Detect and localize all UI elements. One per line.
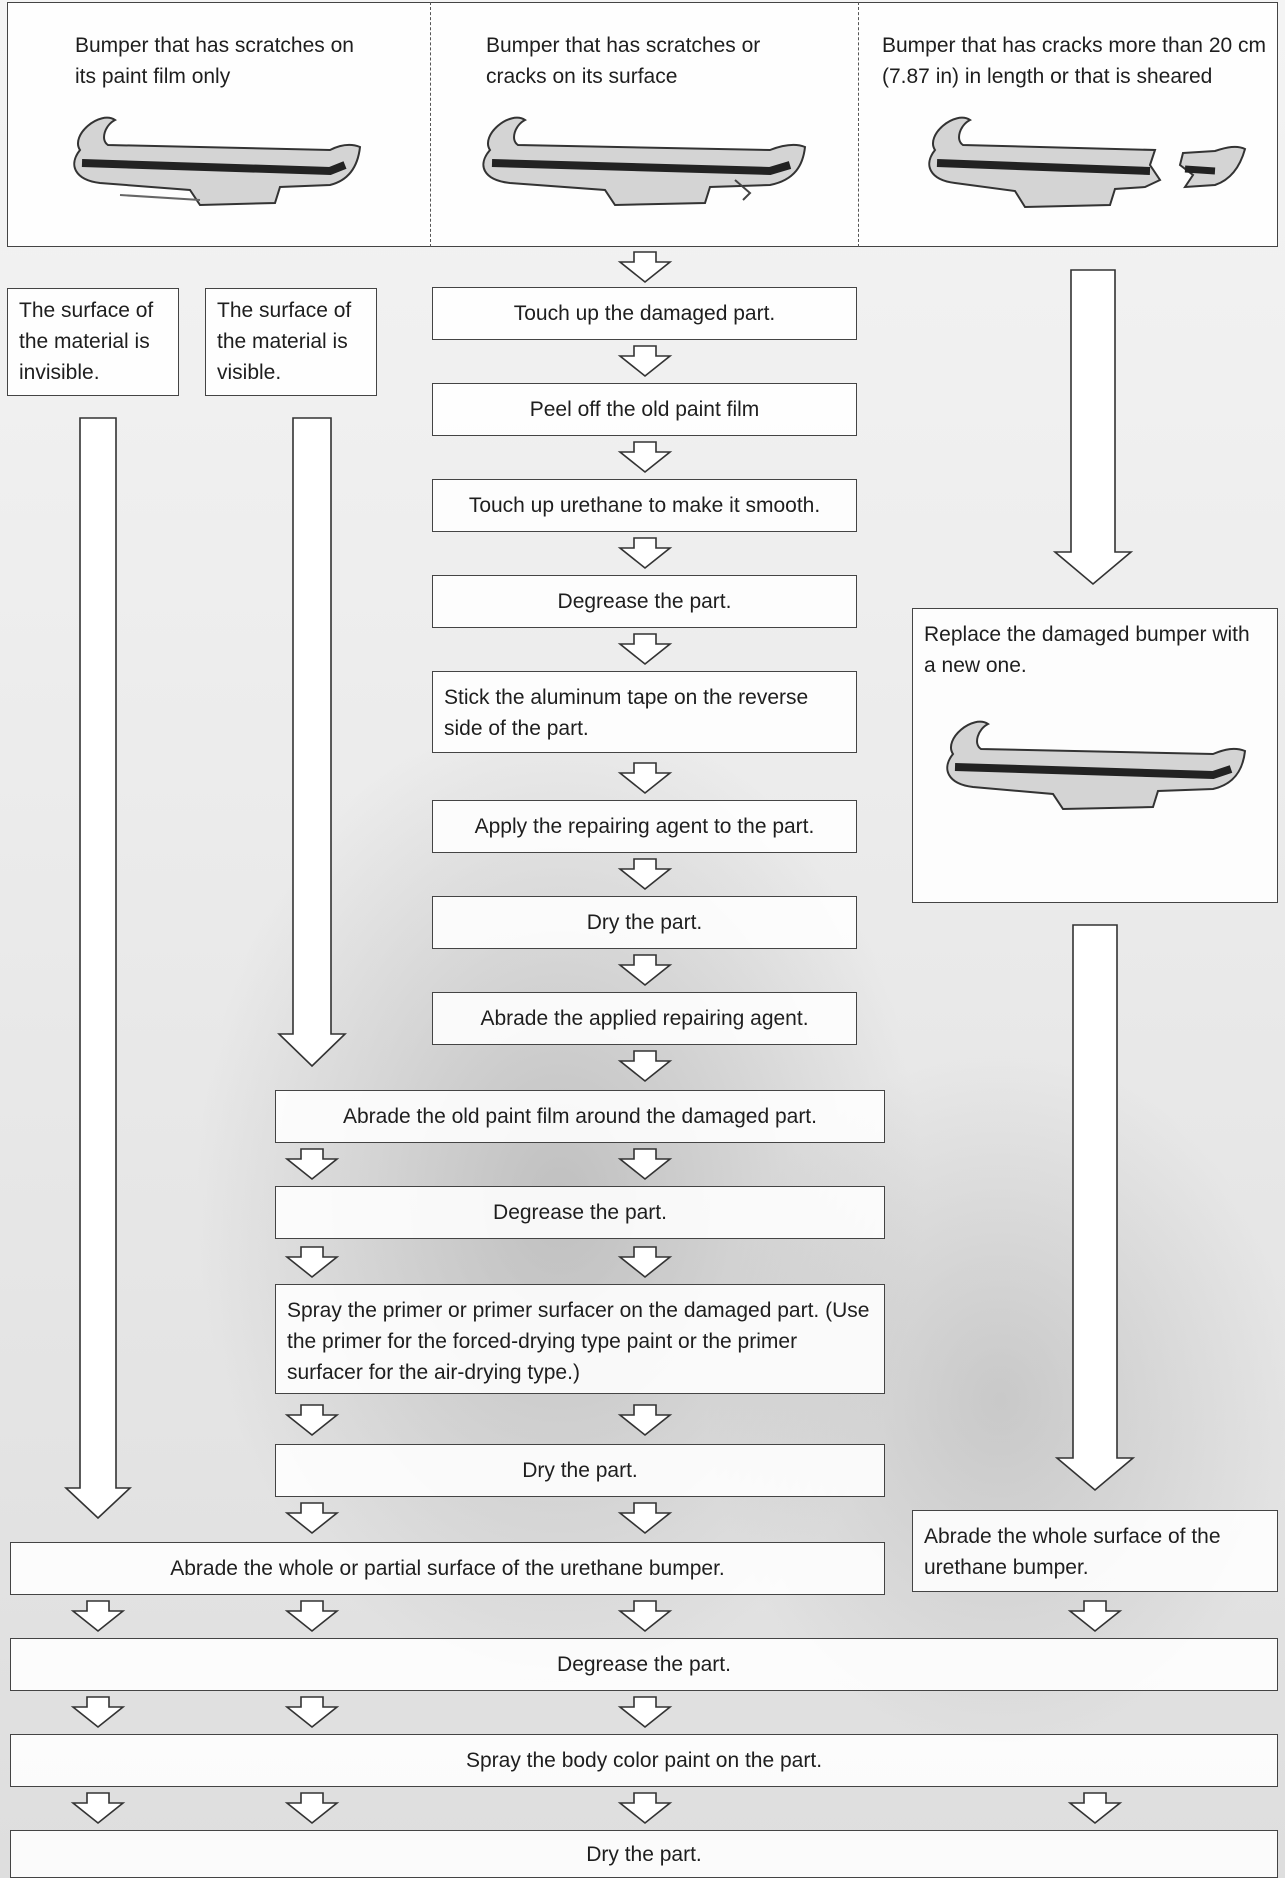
flow-arrow xyxy=(619,762,671,794)
step-degrease-2: Degrease the part. xyxy=(275,1186,885,1239)
step-abrade-whole-label: Abrade the whole surface of the urethane… xyxy=(924,1525,1221,1579)
flow-arrow xyxy=(72,1600,124,1632)
step-spray-primer-label: Spray the primer or primer surfacer on t… xyxy=(287,1299,870,1384)
bumper-cracked-illustration xyxy=(482,116,807,207)
step-aluminum-tape-label: Stick the aluminum tape on the reverse s… xyxy=(444,686,809,740)
step-dry-1: Dry the part. xyxy=(432,896,857,949)
step-abrade-old-film: Abrade the old paint film around the dam… xyxy=(275,1090,885,1143)
header-col3-label: Bumper that has cracks more than 20 cm (… xyxy=(882,34,1266,88)
flow-arrow xyxy=(619,441,671,473)
condition-invisible-label: The surface of the material is invisible… xyxy=(19,299,154,384)
step-peel-off-paint: Peel off the old paint film xyxy=(432,383,857,436)
flow-arrow xyxy=(619,1404,671,1436)
flow-arrow xyxy=(619,954,671,986)
header-col2-label: Bumper that has scratches or cracks on i… xyxy=(486,34,761,88)
flow-arrow xyxy=(286,1148,338,1180)
header-divider-1 xyxy=(430,2,431,247)
long-arrow-replace-to-abrade xyxy=(1054,924,1136,1492)
flow-arrow xyxy=(619,251,671,283)
long-arrow-sheared-to-replace xyxy=(1052,269,1134,586)
long-arrow-invisible xyxy=(63,417,133,1520)
step-apply-repair-agent: Apply the repairing agent to the part. xyxy=(432,800,857,853)
condition-visible-label: The surface of the material is visible. xyxy=(217,299,352,384)
step-abrade-agent: Abrade the applied repairing agent. xyxy=(432,992,857,1045)
bumper-scratched-illustration xyxy=(73,116,362,207)
condition-material-visible: The surface of the material is visible. xyxy=(205,288,377,396)
step-spray-body-color: Spray the body color paint on the part. xyxy=(10,1734,1278,1787)
bumper-sheared-illustration xyxy=(928,116,1247,209)
flow-arrow xyxy=(72,1696,124,1728)
step-touch-up-urethane: Touch up urethane to make it smooth. xyxy=(432,479,857,532)
bumper-new-illustration xyxy=(946,720,1247,811)
condition-material-invisible: The surface of the material is invisible… xyxy=(7,288,179,396)
long-arrow-visible xyxy=(277,417,347,1068)
flow-arrow xyxy=(1069,1600,1121,1632)
flow-arrow xyxy=(619,1246,671,1278)
flow-arrow xyxy=(619,1600,671,1632)
flow-arrow xyxy=(619,1502,671,1534)
step-abrade-whole-or-partial: Abrade the whole or partial surface of t… xyxy=(10,1542,885,1595)
flow-arrow xyxy=(619,1050,671,1082)
flow-arrow xyxy=(619,345,671,377)
step-degrease-1: Degrease the part. xyxy=(432,575,857,628)
flow-arrow xyxy=(619,1792,671,1824)
step-replace-bumper: Replace the damaged bumper with a new on… xyxy=(912,608,1278,903)
flow-arrow xyxy=(1069,1792,1121,1824)
step-abrade-whole-surface: Abrade the whole surface of the urethane… xyxy=(912,1510,1278,1592)
flow-arrow xyxy=(619,1148,671,1180)
header-col1-label: Bumper that has scratches on its paint f… xyxy=(75,34,354,88)
flow-arrow xyxy=(619,858,671,890)
flow-arrow xyxy=(286,1792,338,1824)
step-replace-bumper-label: Replace the damaged bumper with a new on… xyxy=(924,623,1250,677)
flow-arrow xyxy=(286,1404,338,1436)
flow-arrow xyxy=(286,1246,338,1278)
flow-arrow xyxy=(619,633,671,665)
flow-arrow xyxy=(286,1696,338,1728)
flow-arrow xyxy=(286,1502,338,1534)
flow-arrow xyxy=(286,1600,338,1632)
step-dry-2: Dry the part. xyxy=(275,1444,885,1497)
flow-arrow xyxy=(619,1696,671,1728)
step-aluminum-tape: Stick the aluminum tape on the reverse s… xyxy=(432,671,857,753)
header-divider-2 xyxy=(858,2,859,247)
flow-arrow xyxy=(72,1792,124,1824)
step-spray-primer: Spray the primer or primer surfacer on t… xyxy=(275,1284,885,1394)
step-degrease-final: Degrease the part. xyxy=(10,1638,1278,1691)
flow-arrow xyxy=(619,537,671,569)
step-touch-up-damaged: Touch up the damaged part. xyxy=(432,287,857,340)
